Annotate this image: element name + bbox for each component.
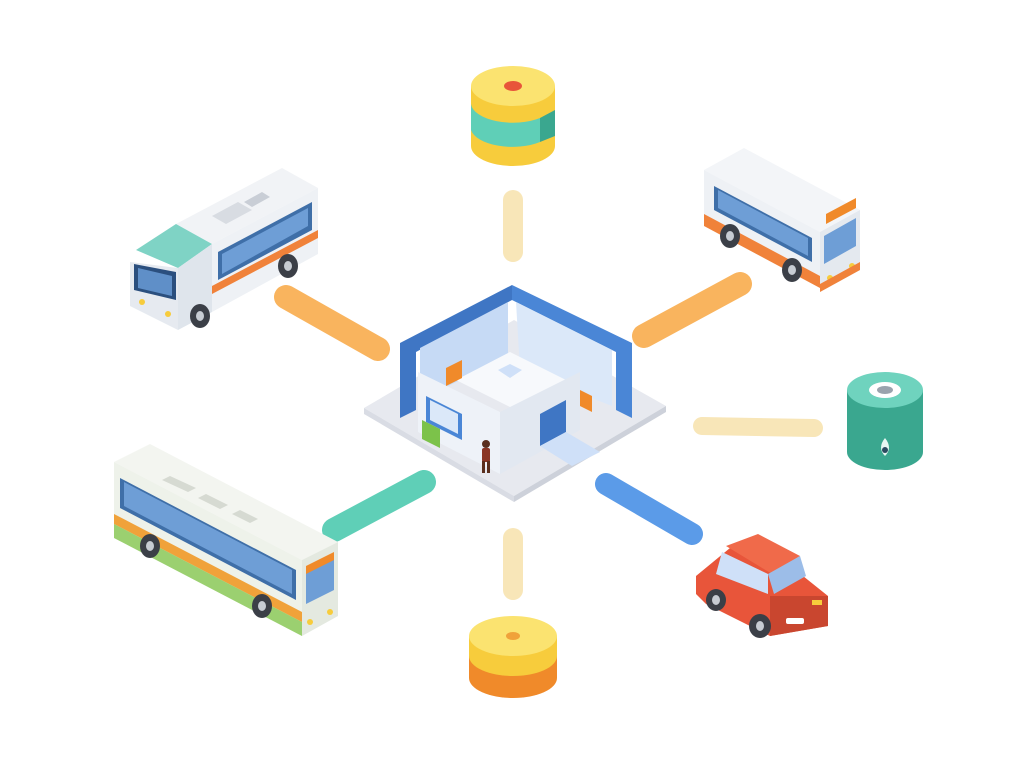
connector-bottom-right [595, 473, 703, 545]
hub-roof-cube [498, 364, 522, 378]
connectors [274, 190, 823, 600]
bus-icon [130, 168, 318, 330]
cylinder-node-icon [471, 66, 555, 166]
hub-base-edge-left [364, 408, 514, 502]
bus-icon [704, 148, 860, 292]
bus-icon [114, 444, 338, 636]
connector-bottom-left [322, 470, 436, 542]
connector-top-left [274, 285, 390, 361]
hub-frame-right-inner [516, 302, 612, 406]
station-building-icon [364, 285, 666, 502]
connector-right [693, 417, 823, 437]
hub-screen-left-inner [430, 400, 458, 434]
person-icon [482, 440, 490, 473]
hub-accent-orange-right [580, 390, 592, 412]
hub-panel-green [422, 420, 440, 448]
hub-floor-patch [540, 432, 600, 466]
cylinder-node-icon [469, 616, 557, 698]
cylinder-node-icon [847, 372, 923, 470]
hub-frame-left-inner [420, 302, 508, 400]
car-icon [696, 534, 828, 638]
hub-accent-orange-left [446, 360, 462, 386]
hub-frame-right [512, 285, 632, 418]
hub-door-right [540, 400, 566, 446]
connector-top-right [632, 272, 752, 348]
hub-frame-left [400, 285, 512, 418]
